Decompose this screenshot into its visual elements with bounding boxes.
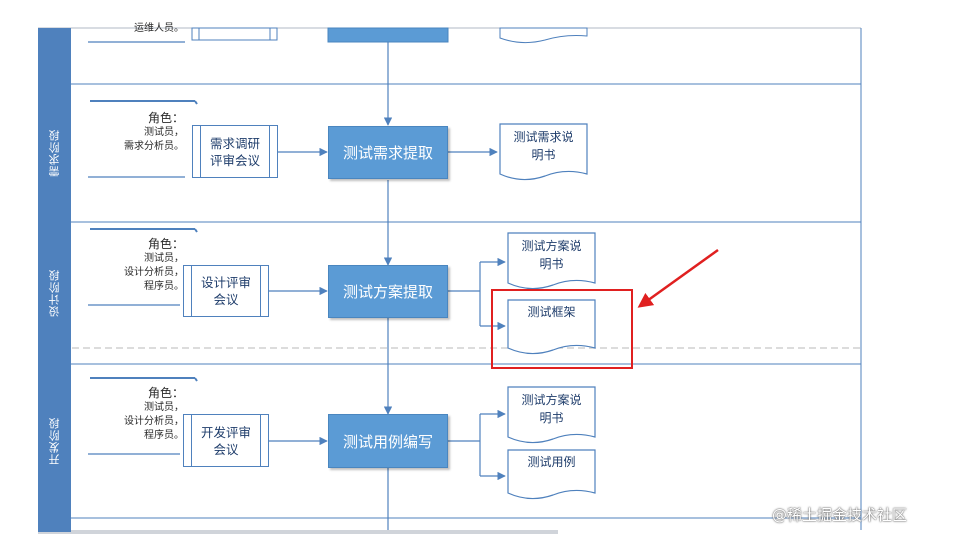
role-line: 设计分析员，	[124, 267, 184, 278]
document-text-req-spec: 测试需求说 明书	[513, 130, 574, 162]
lane-header-design: 设计阶段	[38, 222, 71, 364]
lane-label-development: 开发阶段	[47, 417, 61, 465]
lane-header-bottom	[38, 518, 71, 532]
role-line: 程序员。	[144, 281, 184, 292]
role-line: 程序员。	[144, 430, 184, 441]
role-decor-dev	[88, 377, 198, 455]
meeting-box-design: 设计评审会议	[183, 265, 269, 317]
document-text-test-cases: 测试用例	[527, 455, 576, 469]
lane-label-design: 设计阶段	[47, 269, 61, 317]
highlight-arrow	[637, 248, 719, 308]
role-line: 测试员，	[144, 253, 184, 264]
role-title: 角色：	[147, 386, 184, 400]
document-dev-spec	[507, 386, 596, 444]
role-line: 设计分析员，	[124, 416, 184, 427]
watermark: @稀土掘金技术社区	[772, 506, 908, 524]
lane-header-requirements: 需求阶段	[38, 84, 71, 222]
process-requirements: 测试需求提取	[328, 126, 448, 179]
process-design: 测试方案提取	[328, 265, 448, 318]
lane-label-requirements: 需求阶段	[47, 129, 61, 177]
role-decor-req	[88, 100, 198, 178]
role-title: 角色：	[147, 237, 184, 251]
partial-document	[499, 27, 588, 44]
document-framework	[507, 299, 596, 355]
role-block-requirements: 角色： 测试员， 需求分析员。	[100, 110, 184, 154]
bottom-bar	[38, 530, 558, 534]
role-line: 测试员，	[144, 402, 184, 413]
document-test-cases	[507, 449, 596, 500]
document-text-dev-spec: 测试方案说 明书	[521, 393, 582, 425]
process-development: 测试用例编写	[328, 414, 448, 468]
arrow-branch-design	[448, 257, 506, 331]
document-design-spec	[507, 232, 596, 290]
document-text-design-spec: 测试方案说 明书	[521, 239, 582, 271]
role-line: 需求分析员。	[124, 141, 184, 152]
role-block-development: 角色： 测试员， 设计分析员， 程序员。	[100, 385, 184, 443]
highlight-box	[491, 289, 633, 369]
role-block-design: 角色： 测试员， 设计分析员， 程序员。	[100, 236, 184, 294]
document-text-framework: 测试框架	[527, 305, 576, 319]
meeting-box-requirements: 需求调研评审会议	[192, 125, 278, 178]
partial-process-box	[327, 27, 449, 43]
role-title: 角色：	[147, 111, 184, 125]
role-decor-design	[88, 228, 198, 306]
partial-meeting-box	[191, 27, 278, 41]
lane-header-development: 开发阶段	[38, 364, 71, 518]
arrow-branch-dev	[448, 409, 506, 481]
lane-header-top	[38, 28, 71, 84]
document-req-spec	[499, 123, 588, 181]
meeting-box-development: 开发评审会议	[183, 414, 269, 467]
top-role-fragment: 运维人员。	[134, 23, 184, 34]
role-line: 测试员，	[144, 127, 184, 138]
